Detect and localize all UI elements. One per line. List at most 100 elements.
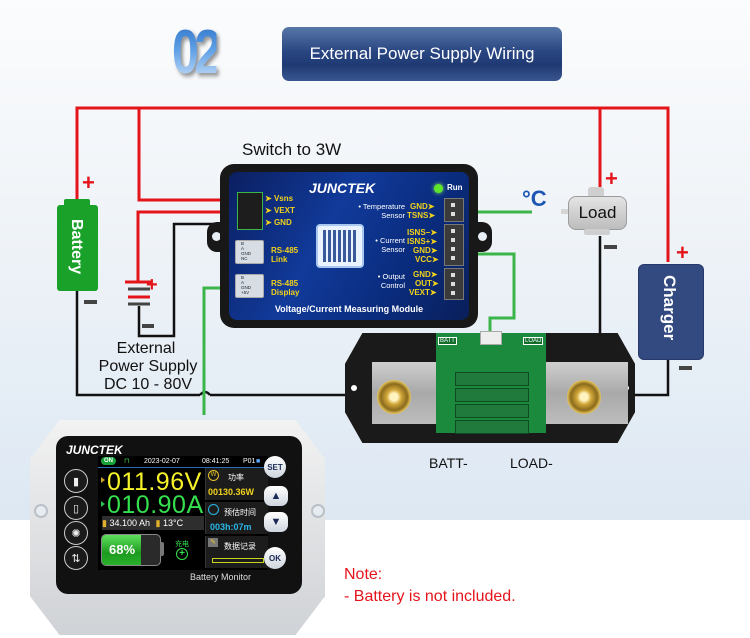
group-output-name-1: • Output (377, 272, 405, 281)
module-brand: JUNCTEK (309, 180, 376, 196)
display-mount-hole (34, 504, 48, 518)
status-bar: ON ⊓ 2023-02-07 08:41:25 P01 ■ (98, 456, 268, 468)
note: Note: - Battery is not included. (344, 564, 516, 608)
load-minus-sign (604, 245, 617, 249)
qr-code[interactable] (316, 224, 364, 268)
battery-plus-sign: + (82, 170, 95, 195)
terminal-gnd: ➤ GND (265, 218, 292, 227)
pin-output-vext: VEXT➤ (409, 288, 437, 297)
capacity-temperature-row: ▮ 34.100 Ah ▮ 13°C (102, 516, 204, 530)
load-base (584, 229, 610, 235)
run-label: Run (447, 183, 463, 192)
run-led-icon (434, 184, 443, 193)
briefcase-icon: ■ (256, 458, 261, 465)
ext-supply-plus-sign: + (146, 274, 158, 296)
status-time: 08:41:25 (202, 458, 230, 465)
rs485-link-subtitle: Link (271, 255, 288, 264)
module-footer: Voltage/Current Measuring Module (274, 304, 424, 314)
power-value: 00130.36W (208, 487, 255, 497)
battery-gauge-tip (160, 542, 164, 556)
pcb-strip (455, 420, 529, 434)
terminal-vsns: ➤ Vsns (265, 194, 294, 203)
pin-vcc: VCC➤ (415, 255, 439, 264)
pin-current-gnd: GND➤ (413, 246, 438, 255)
status-profile: P01 (243, 458, 256, 465)
remaining-time-panel: 预估时间 003h:07m (205, 502, 268, 534)
pcb-load-label: LOAD (523, 337, 544, 345)
pin-isns-neg: ISNS−➤ (407, 228, 438, 237)
battery-terminal (64, 199, 90, 207)
shunt-connector (480, 331, 502, 345)
group-temp-name-1: • Temperature (358, 202, 405, 211)
pcb-strip (455, 388, 529, 402)
batt-terminal-bolt (377, 380, 411, 414)
alarm-button[interactable]: ✺ (64, 521, 88, 545)
alarm-icon: ✺ (71, 527, 81, 540)
pin-out: OUT➤ (415, 279, 439, 288)
ext-supply-label-2: Power Supply (98, 358, 198, 375)
charger-label: Charger (660, 275, 679, 341)
phone-icon: ▯ (72, 502, 80, 515)
remaining-time-value: 003h:07m (210, 522, 252, 532)
pcb-strip (455, 404, 529, 418)
load-minus-label: LOAD- (510, 455, 553, 471)
positive-wire-top (75, 106, 670, 262)
data-log-panel: ✎ 数据记录 (205, 536, 268, 568)
load-shaft (561, 209, 569, 214)
note-line: - Battery is not included. (344, 588, 516, 605)
group-current-name-2: Sensor (381, 245, 405, 254)
rs485-display-title: RS-485 (271, 279, 299, 288)
display-brand: JUNCTEK (66, 443, 123, 457)
battery-level-gauge: 68% (101, 534, 161, 566)
power-panel: W 功率 00130.36W (205, 468, 268, 500)
ext-supply-label-3: DC 10 - 80V (103, 376, 193, 393)
note-title: Note: (344, 566, 383, 583)
phone-mode-button[interactable]: ▯ (64, 496, 88, 520)
negative-wire-gnd (137, 222, 232, 338)
on-badge: ON (101, 457, 116, 465)
terminal-vext: ➤ VEXT (265, 206, 295, 215)
display-mount-hole (311, 504, 325, 518)
voltage-terminal-block (237, 192, 263, 230)
unlock-icon: ⊓ (124, 458, 130, 465)
charger-plus-sign: + (676, 240, 689, 265)
ext-supply-label-1: External (116, 340, 176, 357)
voltage-indicator-icon (101, 477, 105, 483)
positive-wire-vext (136, 210, 232, 282)
power-icon: W (208, 470, 219, 481)
transfer-button[interactable]: ⇅ (64, 546, 88, 570)
current-terminal-block (444, 224, 464, 266)
set-button[interactable]: SET (264, 456, 286, 478)
model-label: Battery Monitor (190, 572, 252, 582)
capacity-icon: ▮ (102, 518, 107, 528)
remaining-time-label: 预估时间 (224, 508, 256, 517)
down-button[interactable]: ▼ (264, 512, 288, 532)
ok-button[interactable]: OK (264, 547, 286, 569)
group-current-name-1: • Current (375, 236, 405, 245)
shunt-mount-hole-left (351, 385, 357, 391)
data-log-label: 数据记录 (224, 542, 256, 551)
battery-icon: ▮ (72, 475, 80, 488)
pin-temp-tsns: TSNS➤ (407, 211, 436, 220)
up-button[interactable]: ▲ (264, 486, 288, 506)
charging-plus-icon: + (176, 548, 188, 560)
group-output-name-2: Control (380, 281, 405, 290)
load-terminal-bolt (567, 380, 601, 414)
notepad-icon: ✎ (208, 538, 218, 547)
data-log-progress (212, 558, 264, 563)
temperature-value: 13°C (163, 518, 184, 528)
positive-wire-vsns (137, 108, 232, 202)
load-top (588, 187, 604, 197)
temperature-probe-icon: °C (522, 186, 547, 211)
pin-isns-pos: ISNS+➤ (407, 237, 438, 246)
battery-mode-button[interactable]: ▮ (64, 469, 88, 493)
thermometer-icon: ▮ (155, 518, 161, 528)
pcb-batt-label: BATT (438, 337, 457, 345)
negative-wire-battery (75, 291, 200, 397)
pin-output-gnd: GND➤ (413, 270, 438, 279)
battery: Battery (57, 205, 98, 291)
signal-wire-current (455, 252, 516, 332)
